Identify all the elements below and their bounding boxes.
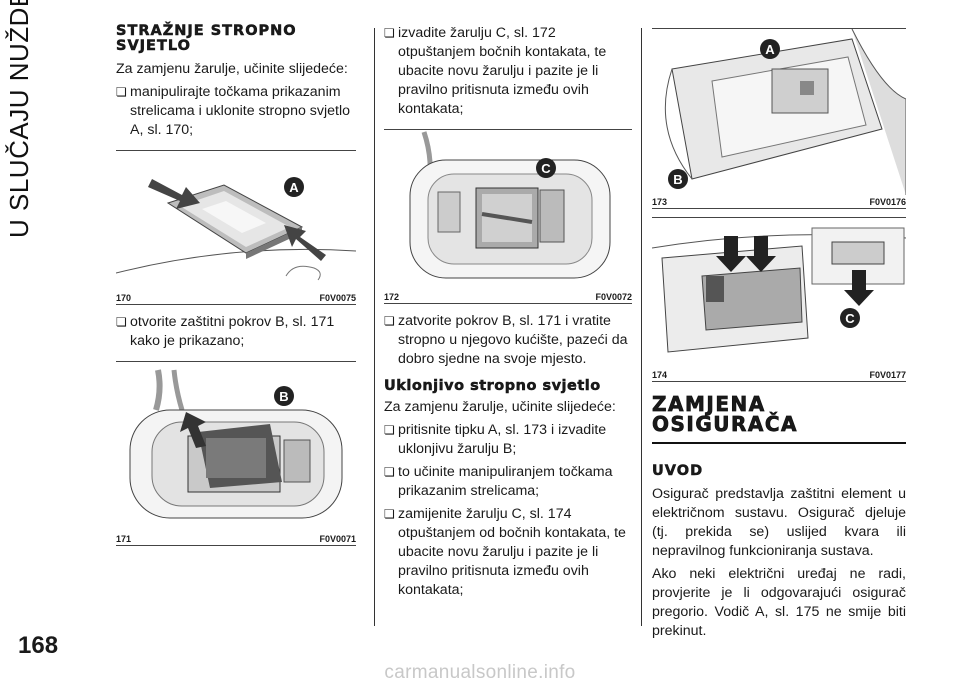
- arrow-icon: [284, 225, 326, 261]
- body-paragraph: Osigurač predstavlja zaštitni element u …: [652, 486, 906, 559]
- label-c: C: [541, 161, 551, 176]
- chapter-heading: ZAMJENA OSIGURAČA: [652, 394, 906, 444]
- figure-174: C 174 F0V0177: [652, 217, 906, 382]
- label-a: A: [289, 180, 299, 195]
- figure-170-illustration: A: [116, 177, 356, 281]
- instruction-item: pritisnite tipku A, sl. 173 i izvadite u…: [384, 421, 632, 459]
- figure-number: 174: [652, 369, 668, 380]
- subsection-heading: UVOD: [652, 463, 704, 480]
- figure-code: F0V0177: [869, 369, 906, 380]
- intro-text: Za zamjenu žarulje, učinite slijedeće:: [116, 61, 348, 77]
- instruction-item: izvadite žarulju C, sl. 172 otpuštanjem …: [384, 24, 632, 119]
- figure-caption: 170 F0V0075: [116, 291, 356, 305]
- column-2: izvadite žarulju C, sl. 172 otpuštanjem …: [384, 24, 632, 604]
- figure-173-illustration: A B: [664, 29, 906, 195]
- label-b: B: [673, 172, 682, 187]
- figure-code: F0V0075: [319, 292, 356, 303]
- instruction-item: otvorite zaštitni pokrov B, sl. 171 kako…: [116, 313, 356, 351]
- figure-173: A B 173 F0V0176: [652, 28, 906, 209]
- figure-number: 172: [384, 291, 400, 302]
- figure-number: 170: [116, 292, 132, 303]
- figure-172: C 172 F0V0072: [384, 129, 632, 304]
- figure-code: F0V0072: [595, 291, 632, 302]
- arrow-icon: [844, 270, 874, 306]
- label-a: A: [765, 42, 775, 57]
- intro-text: Za zamjenu žarulje, učinite slijedeće:: [384, 399, 616, 415]
- figure-caption: 172 F0V0072: [384, 290, 632, 304]
- figure-170: A 170 F0V0075: [116, 150, 356, 305]
- arrow-icon: [180, 412, 206, 448]
- instruction-item: manipulirajte točkama prikazanim strelic…: [116, 83, 356, 140]
- figure-172-illustration: C: [409, 131, 611, 279]
- column-1: STRAŽNJE STROPNO SVJETLO Za zamjenu žaru…: [116, 23, 356, 554]
- figure-caption: 171 F0V0071: [116, 532, 356, 546]
- label-c: C: [845, 311, 855, 326]
- figure-171-illustration: B: [129, 369, 343, 519]
- subsection-heading: Uklonjivo stropno svjetlo: [384, 378, 601, 394]
- section-heading: STRAŽNJE STROPNO SVJETLO: [116, 23, 297, 54]
- figure-caption: 173 F0V0176: [652, 195, 906, 209]
- label-b: B: [279, 389, 288, 404]
- figure-174-illustration: C: [652, 227, 906, 353]
- figure-number: 171: [116, 533, 132, 544]
- arrow-icon: [148, 179, 200, 209]
- column-divider: [641, 28, 642, 626]
- page-number: 168: [18, 632, 59, 659]
- figure-caption: 174 F0V0177: [652, 368, 906, 382]
- body-paragraph: Ako neki električni uređaj ne radi, prov…: [652, 566, 906, 639]
- figure-171: B 171 F0V0071: [116, 361, 356, 546]
- column-3: A B 173 F0V0176 C: [652, 24, 906, 645]
- arrow-icon: [716, 236, 746, 272]
- section-side-tab: U SLUČAJU NUŽDE: [4, 0, 34, 238]
- figure-number: 173: [652, 196, 668, 207]
- instruction-item: to učinite manipuliranjem točkama prikaz…: [384, 463, 632, 501]
- figure-code: F0V0176: [869, 196, 906, 207]
- footer-watermark: carmanualsonline.info: [384, 662, 576, 683]
- instruction-item: zatvorite pokrov B, sl. 171 i vratite st…: [384, 312, 632, 369]
- arrow-icon: [746, 236, 776, 272]
- instruction-item: zamijenite žarulju C, sl. 174 otpuštanje…: [384, 505, 632, 600]
- column-divider: [374, 28, 375, 626]
- figure-code: F0V0071: [319, 533, 356, 544]
